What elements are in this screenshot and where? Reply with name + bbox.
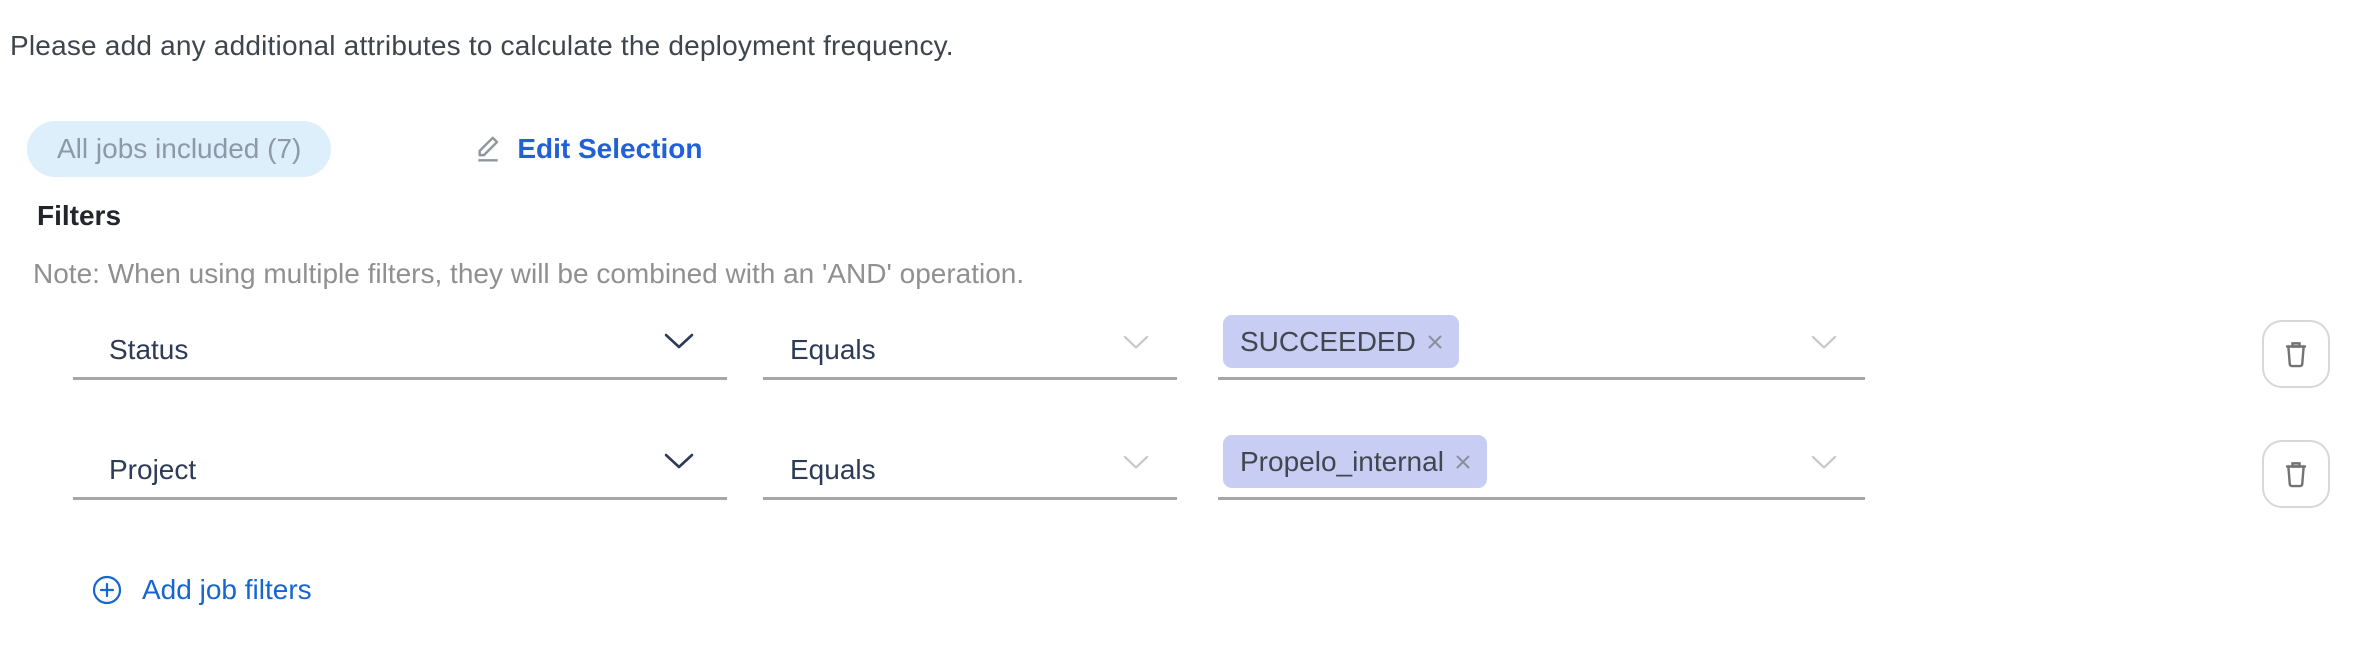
attribute-select[interactable]: Status bbox=[73, 310, 727, 380]
value-multiselect[interactable]: SUCCEEDED bbox=[1218, 310, 1865, 380]
filters-note: Note: When using multiple filters, they … bbox=[33, 258, 1025, 289]
delete-filter-button[interactable] bbox=[2262, 440, 2330, 508]
operator-select[interactable]: Equals bbox=[763, 310, 1177, 380]
edit-icon bbox=[473, 133, 505, 165]
chevron-down-icon bbox=[1123, 335, 1149, 355]
trash-icon bbox=[2279, 337, 2313, 371]
operator-select[interactable]: Equals bbox=[763, 430, 1177, 500]
filter-row: Project Equals Propelo_internal bbox=[73, 430, 2330, 508]
close-icon[interactable] bbox=[1454, 453, 1472, 471]
value-tag: Propelo_internal bbox=[1223, 435, 1487, 488]
value-multiselect[interactable]: Propelo_internal bbox=[1218, 430, 1865, 500]
attribute-select-value: Project bbox=[109, 454, 197, 485]
filters-heading: Filters bbox=[37, 200, 122, 231]
job-selection-row: All jobs included (7) Edit Selection bbox=[27, 121, 703, 177]
edit-selection-label: Edit Selection bbox=[517, 133, 703, 164]
chevron-down-icon bbox=[1811, 455, 1837, 475]
close-icon[interactable] bbox=[1426, 333, 1444, 351]
chevron-down-icon bbox=[663, 332, 695, 355]
edit-selection-link[interactable]: Edit Selection bbox=[473, 133, 703, 165]
chevron-down-icon bbox=[1811, 335, 1837, 355]
jobs-included-badge: All jobs included (7) bbox=[27, 121, 332, 177]
operator-select-value: Equals bbox=[790, 334, 876, 365]
add-job-filters-label: Add job filters bbox=[142, 574, 312, 605]
trash-icon bbox=[2279, 457, 2313, 491]
delete-filter-button[interactable] bbox=[2262, 320, 2330, 388]
attribute-select[interactable]: Project bbox=[73, 430, 727, 500]
filter-row: Status Equals SUCCEEDED bbox=[73, 310, 2330, 388]
operator-select-value: Equals bbox=[790, 454, 876, 485]
plus-circle-icon bbox=[92, 575, 122, 605]
value-tag-label: Propelo_internal bbox=[1240, 445, 1444, 477]
chevron-down-icon bbox=[663, 452, 695, 475]
instruction-text: Please add any additional attributes to … bbox=[10, 30, 954, 61]
chevron-down-icon bbox=[1123, 455, 1149, 475]
add-job-filters-link[interactable]: Add job filters bbox=[92, 571, 312, 609]
value-tag: SUCCEEDED bbox=[1223, 315, 1459, 368]
attribute-select-value: Status bbox=[109, 334, 189, 365]
value-tag-label: SUCCEEDED bbox=[1240, 325, 1416, 357]
